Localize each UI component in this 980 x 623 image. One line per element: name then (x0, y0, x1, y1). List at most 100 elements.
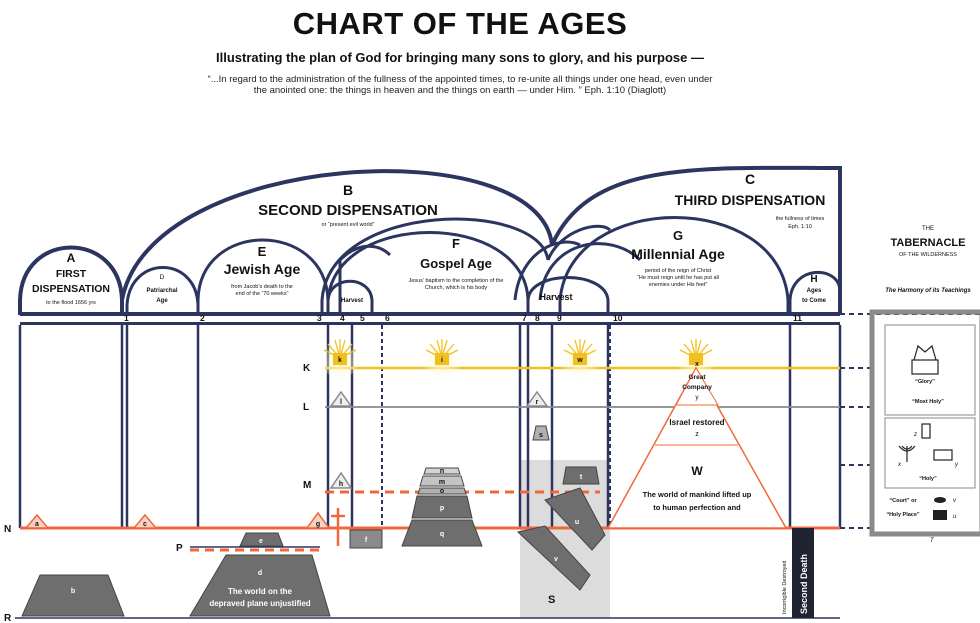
w-text-2: to human perfection and (653, 503, 741, 512)
plane-letters: K L M N P R (4, 363, 311, 623)
marker-2: 2 (200, 313, 205, 323)
tab-holy-place: “Holy Place” (886, 512, 920, 518)
arch-harvest-2 (526, 276, 610, 315)
age-g-note-1: period of the reign of Christ (645, 268, 712, 274)
brazen-altar-icon (933, 510, 947, 520)
fig-f: f (365, 537, 368, 544)
plane-p-label: P (176, 543, 183, 554)
shape-o (417, 487, 467, 495)
age-g-name: Millennial Age (631, 246, 725, 262)
shape-v (516, 525, 591, 591)
age-d-name-2: Age (156, 298, 168, 304)
fig-i: i (441, 357, 443, 364)
age-h-name-1: Ages (807, 288, 822, 294)
age-d-letter: D (160, 274, 165, 281)
world-text-1: The world on the (228, 587, 293, 596)
disp-a-title-2: DISPENSATION (32, 283, 110, 295)
tabernacle-panel: THE TABERNACLE OF THE WILDERNESS The Har… (869, 226, 980, 544)
dashed-vertical-lines (381, 325, 611, 528)
plane-l-label: L (303, 402, 309, 413)
disp-c-title: THIRD DISPENSATION (675, 192, 826, 208)
quote-line-2: the anointed one: the things in heaven a… (253, 85, 667, 96)
tab-y: y (954, 462, 959, 468)
tab-frame (869, 309, 980, 537)
marker-4: 4 (340, 313, 345, 323)
base-bars (20, 312, 980, 325)
shape-b (21, 574, 125, 617)
marker-10: 10 (613, 313, 623, 323)
tab-sub: OF THE WILDERNESS (899, 252, 957, 258)
harvest-label-1: Harvest (341, 298, 363, 304)
fig-n: n (440, 468, 444, 475)
w-text-1: The world of mankind lifted up (643, 490, 752, 499)
age-h-name-2: to Come (802, 298, 827, 304)
incense-altar-icon (921, 423, 931, 439)
shape-q (401, 519, 483, 547)
age-f-note-1: Jesus’ baptism to the completion of the (409, 278, 504, 284)
marker-1: 1 (124, 313, 129, 323)
ark-icon (911, 344, 939, 375)
shape-t (562, 466, 600, 485)
age-e-note-1: from Jacob’s death to the (231, 284, 293, 290)
cross-icon (331, 508, 345, 546)
tab-z: z (913, 432, 917, 438)
marker-5: 5 (360, 313, 365, 323)
shape-d (189, 554, 331, 617)
arch-harvest-2c (538, 242, 642, 301)
dispensation-labels: A FIRST DISPENSATION to the flood 1656 y… (32, 171, 825, 306)
fig-q: q (440, 531, 444, 538)
fig-h: h (339, 481, 343, 488)
fig-r: r (536, 399, 539, 406)
tab-u: u (953, 514, 957, 520)
sunburst-x (676, 338, 716, 378)
fig-x: x (695, 361, 699, 368)
age-g-note-2: “He must reign until he has put all (637, 275, 719, 281)
marker-7: 7 (522, 313, 527, 323)
disp-b-letter: B (343, 182, 353, 198)
triangle-g (305, 511, 331, 529)
small-triangles (24, 390, 549, 529)
shape-e (239, 532, 284, 547)
arch-b (120, 169, 554, 301)
arch-harvest-2b (513, 240, 581, 301)
triangle-l (329, 390, 353, 407)
fig-b: b (71, 588, 75, 595)
marker-3: 3 (317, 313, 322, 323)
tab-the: THE (922, 226, 934, 232)
lower-base-bar (20, 322, 840, 325)
shape-m (419, 475, 465, 487)
table-icon (933, 449, 953, 461)
world-text: The world on the depraved plane unjustif… (209, 587, 310, 608)
sunburst-k (320, 338, 360, 378)
second-death-bar (792, 528, 814, 618)
tab-t: T (930, 538, 935, 544)
triangle-h (329, 471, 353, 489)
w-letter: W (691, 464, 703, 478)
fig-a: a (35, 521, 39, 528)
shape-f (349, 529, 383, 549)
tab-glory: “Glory” (915, 379, 935, 385)
upper-base-bar (20, 312, 840, 316)
arch-g (558, 216, 790, 315)
pyramid-labels: x Great Company y Israel restored z W Th… (643, 361, 752, 512)
fig-s-lower: s (539, 432, 543, 439)
tab-x: x (897, 462, 902, 468)
shape-n (423, 467, 461, 475)
arch-harvest-1 (326, 279, 374, 315)
vertical-lines (18, 325, 842, 528)
triangle-c (132, 513, 158, 529)
triangle-a (24, 513, 50, 529)
sunbursts (320, 338, 716, 378)
sunburst-w (560, 338, 600, 378)
disp-c-note-1: the fullness of times (776, 216, 825, 222)
marker-9: 9 (557, 313, 562, 323)
fig-c: c (143, 521, 147, 528)
age-f-name: Gospel Age (420, 256, 492, 271)
tab-most-holy: “Most Holy” (912, 399, 944, 405)
plane-n-label: N (4, 524, 11, 535)
marker-6: 6 (385, 313, 390, 323)
age-e-letter: E (258, 244, 267, 259)
disp-c-letter: C (745, 171, 755, 187)
marker-8: 8 (535, 313, 540, 323)
